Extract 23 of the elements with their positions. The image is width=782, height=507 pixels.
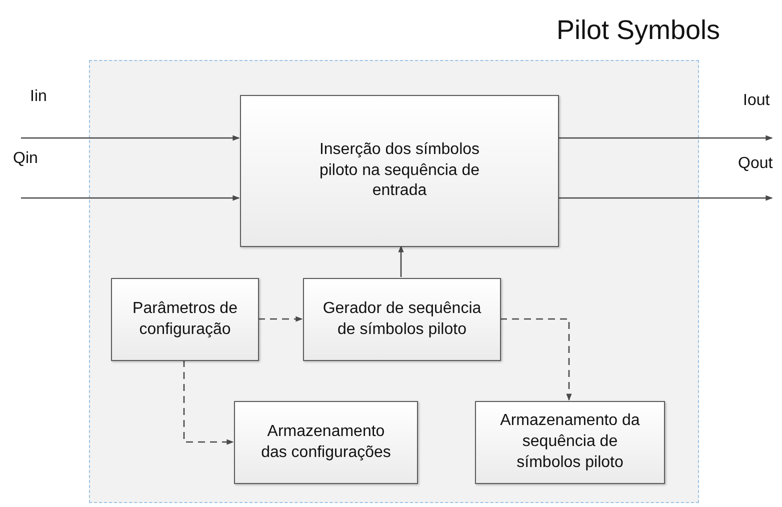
process-box bbox=[303, 278, 501, 361]
arrow bbox=[258, 316, 303, 322]
signal-label: Iout bbox=[743, 92, 770, 110]
box-label: Gerador de sequência de símbolos piloto bbox=[322, 298, 482, 340]
box-label: Armazenamento das configurações bbox=[260, 422, 392, 462]
signal-label: Qin bbox=[13, 150, 38, 168]
process-box bbox=[111, 278, 259, 361]
box-label: Armazenamento da sequência de símbolos piloto bbox=[499, 411, 641, 473]
arrow bbox=[21, 135, 240, 141]
process-box bbox=[475, 401, 665, 484]
arrow bbox=[183, 360, 234, 445]
panel-title: Pilot Symbols bbox=[556, 15, 720, 46]
signal-label: Iin bbox=[30, 88, 47, 106]
arrow bbox=[21, 195, 240, 201]
process-box bbox=[240, 95, 559, 247]
arrow bbox=[398, 245, 404, 277]
box-label: Inserção dos símbolos piloto na sequência de entrada bbox=[318, 140, 481, 202]
arrow bbox=[558, 135, 773, 141]
process-box bbox=[234, 401, 418, 484]
box-label: Parâmetros de configuração bbox=[132, 298, 238, 340]
arrow bbox=[558, 195, 773, 201]
signal-label: Qout bbox=[738, 155, 773, 173]
arrow bbox=[500, 318, 572, 401]
